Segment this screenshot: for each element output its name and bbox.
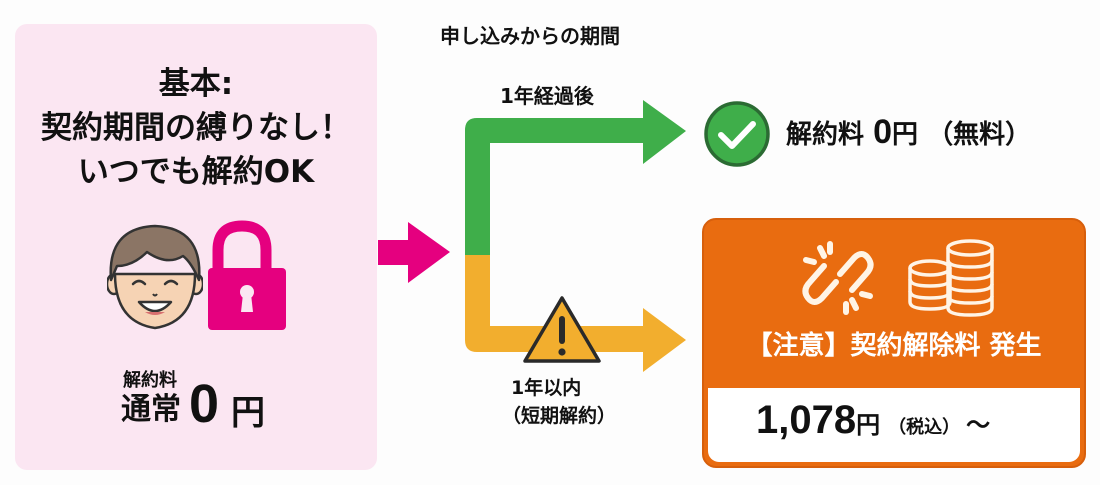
price-unit: 円 (856, 411, 881, 439)
basic-info-panel: 基本: 契約期間の縛りなし！ いつでも解約OK 解約料 通常 0 円 (15, 24, 377, 470)
price-tax-note: （税込） (888, 417, 961, 438)
unlocked-padlock-icon (208, 220, 286, 330)
panel-title: 基本: 契約期間の縛りなし！ いつでも解約OK (15, 62, 377, 194)
fee-normal-label: 通常 (121, 392, 181, 427)
title-line-3: いつでも解約OK (77, 154, 315, 190)
broken-chain-icon (802, 241, 874, 315)
warning-triangle-icon (523, 296, 601, 363)
free-fee-note: （無料） (927, 120, 1032, 150)
free-fee-label: 解約料 (786, 120, 865, 150)
yellow-arrow-icon (465, 255, 686, 372)
free-fee-unit: 円 (892, 120, 919, 150)
magenta-arrow-icon (378, 222, 450, 283)
branch-within-label: 1年以内 (511, 377, 582, 399)
green-arrow-icon (465, 100, 686, 255)
title-line-1: 基本: (158, 66, 234, 102)
fee-unit: 円 (231, 393, 265, 433)
branch-within-sublabel: （短期解約） (502, 405, 617, 427)
fee-label: 解約料 (123, 370, 177, 391)
price-amount: 1,078 (756, 398, 857, 442)
smiling-face-icon (107, 224, 203, 330)
check-circle-icon (704, 101, 770, 167)
price-suffix: 〜 (966, 411, 991, 439)
period-label: 申し込みからの期間 (440, 24, 620, 48)
price-text: 1,078円 （税込）〜 (756, 398, 990, 443)
fee-value: 0 (189, 374, 220, 434)
free-fee-value: 0 (873, 113, 892, 151)
price-box: 1,078円 （税込）〜 (708, 388, 1080, 462)
title-line-2: 契約期間の縛りなし！ (41, 110, 351, 146)
free-result-text: 解約料 0円 （無料） (786, 112, 1031, 155)
warning-title: 【注意】契約解除料 発生 (746, 331, 1042, 361)
coins-stack-icon (908, 239, 994, 317)
branch-after-label: 1年経過後 (500, 84, 594, 108)
cancellation-fee-box: 【注意】契約解除料 発生 1,078円 （税込）〜 (702, 218, 1086, 468)
